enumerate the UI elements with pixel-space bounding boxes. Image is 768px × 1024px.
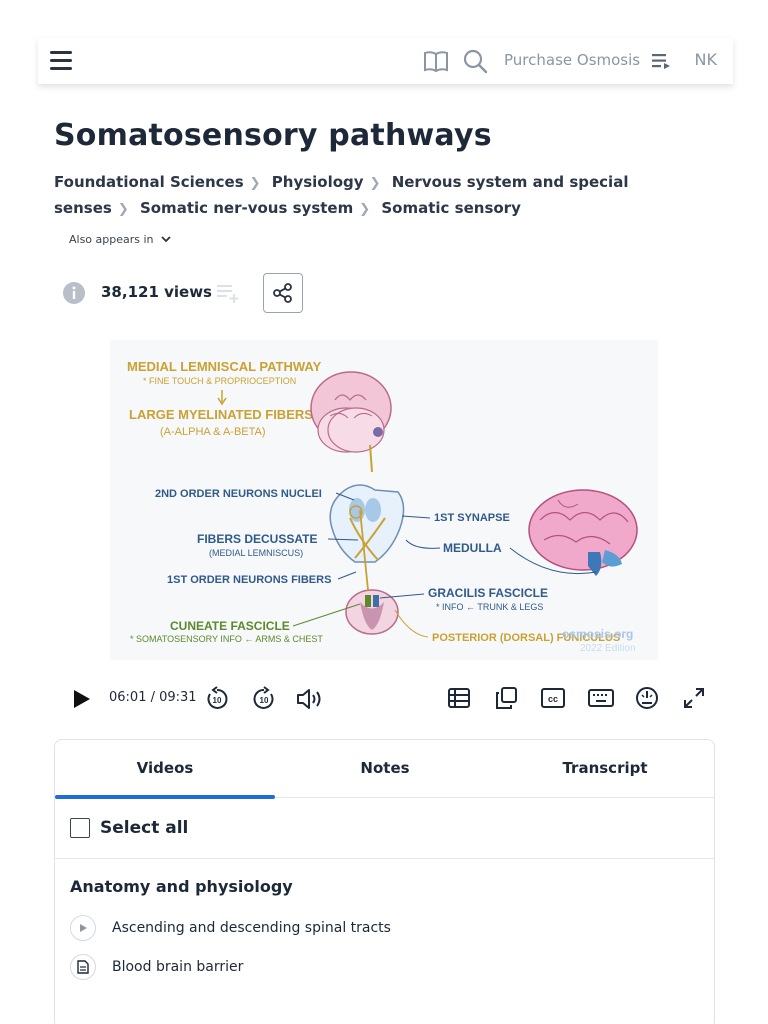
- diagram-label: (A-ALPHA & A-BETA): [160, 426, 266, 438]
- table-of-contents-icon[interactable]: [447, 686, 471, 710]
- forward-seconds: 10: [260, 696, 269, 705]
- diagram-label: * FINE TOUCH & PROPRIOCEPTION: [143, 376, 296, 386]
- diagram-label: * SOMATOSENSORY INFO ← ARMS & CHEST: [130, 634, 323, 644]
- whole-brain-illustration: [528, 489, 638, 576]
- diagram-label: 1ST SYNAPSE: [434, 512, 510, 524]
- book-icon[interactable]: [422, 48, 450, 74]
- share-icon: [273, 283, 292, 303]
- spinal-cord-illustration: [345, 509, 399, 635]
- keyboard-icon[interactable]: [587, 686, 615, 710]
- diagram-label: 2ND ORDER NEURONS NUCLEI: [155, 488, 322, 500]
- diagram-label: POSTERIOR (DORSAL) FUNICULUS: [432, 632, 620, 644]
- breadcrumb-item[interactable]: Foundational Sciences: [54, 173, 244, 191]
- user-avatar-initials[interactable]: NK: [694, 50, 717, 69]
- diagram-label: (MEDIAL LEMNISCUS): [209, 548, 303, 558]
- content-panel: Videos Notes Transcript Select all Anato…: [54, 739, 715, 1024]
- chevron-right-icon: ❯: [359, 202, 371, 217]
- breadcrumb-item[interactable]: Somatic sensory: [381, 199, 521, 217]
- tab-bar: Videos Notes Transcript: [55, 740, 714, 799]
- diagram-label: * INFO ← TRUNK & LEGS: [436, 602, 543, 612]
- diagram-label: GRACILIS FASCICLE: [428, 586, 548, 600]
- also-appears-in-label: Also appears in: [69, 233, 154, 246]
- copy-icon[interactable]: [494, 686, 518, 710]
- coronal-brain-illustration: [310, 371, 392, 473]
- diagram-label: MEDULLA: [443, 541, 502, 555]
- video-play-icon: [70, 915, 96, 941]
- volume-icon[interactable]: [296, 686, 326, 712]
- section-title: Anatomy and physiology: [70, 877, 293, 896]
- chevron-right-icon: ❯: [117, 202, 129, 217]
- list-item[interactable]: Ascending and descending spinal tracts: [70, 915, 391, 941]
- page-title: Somatosensory pathways: [54, 118, 492, 153]
- rewind-seconds: 10: [213, 696, 222, 705]
- breadcrumb-item[interactable]: Nervous system and special senses: [54, 173, 629, 217]
- breadcrumb-item[interactable]: Physiology: [271, 173, 364, 191]
- playlist-icon[interactable]: [651, 51, 673, 71]
- top-navigation-bar: Purchase Osmosis NK: [38, 38, 733, 84]
- breadcrumb-item[interactable]: Somatic ner-vous system: [139, 199, 354, 217]
- chevron-down-icon: [161, 236, 171, 243]
- list-item-label: Blood brain barrier: [112, 959, 244, 975]
- document-icon: [70, 954, 96, 980]
- edition-text: 2022 Edition: [580, 643, 636, 654]
- captions-label: cc: [548, 694, 558, 704]
- also-appears-in-toggle[interactable]: Also appears in: [69, 233, 171, 246]
- closed-captions-icon[interactable]: cc: [540, 686, 566, 710]
- select-all-control[interactable]: Select all: [70, 818, 188, 838]
- diagram-label: MEDIAL LEMNISCAL PATHWAY: [127, 359, 322, 374]
- tab-notes[interactable]: Notes: [360, 759, 410, 777]
- select-all-label: Select all: [100, 818, 189, 838]
- list-item[interactable]: Blood brain barrier: [70, 954, 243, 980]
- view-count: 38,121 views: [101, 283, 212, 301]
- rewind-10-icon[interactable]: 10: [204, 686, 230, 712]
- select-all-checkbox[interactable]: [70, 818, 90, 838]
- video-controls: 06:01 / 09:31 10 10 cc: [0, 676, 768, 722]
- forward-10-icon[interactable]: 10: [251, 686, 277, 712]
- video-player[interactable]: MEDIAL LEMNISCAL PATHWAY * FINE TOUCH & …: [110, 340, 658, 660]
- diagram-label: CUNEATE FASCICLE: [170, 619, 290, 633]
- watermark-text: osmosis.org: [562, 627, 633, 641]
- divider: [55, 858, 714, 859]
- somatosensory-diagram: MEDIAL LEMNISCAL PATHWAY * FINE TOUCH & …: [110, 340, 658, 660]
- diagram-label: 1ST ORDER NEURONS FIBERS: [167, 574, 331, 586]
- diagram-label: FIBERS DECUSSATE: [197, 532, 317, 546]
- share-button[interactable]: [263, 273, 303, 313]
- tab-videos[interactable]: Videos: [55, 740, 275, 799]
- add-to-playlist-icon[interactable]: [216, 281, 240, 305]
- tab-transcript[interactable]: Transcript: [562, 759, 648, 777]
- search-icon[interactable]: [462, 48, 488, 74]
- info-icon[interactable]: [62, 281, 86, 305]
- fullscreen-icon[interactable]: [682, 686, 706, 710]
- breadcrumb: Foundational Sciences ❯ Physiology ❯ Nervo…: [54, 170, 714, 222]
- chevron-right-icon: ❯: [249, 176, 261, 191]
- menu-icon[interactable]: [50, 51, 72, 71]
- time-display: 06:01 / 09:31: [109, 690, 197, 705]
- play-icon[interactable]: [70, 688, 92, 710]
- speed-icon[interactable]: [635, 686, 659, 710]
- diagram-label: LARGE MYELINATED FIBERS: [129, 407, 313, 422]
- list-item-label: Ascending and descending spinal tracts: [112, 920, 391, 936]
- purchase-link[interactable]: Purchase Osmosis: [504, 51, 641, 69]
- chevron-right-icon: ❯: [369, 176, 381, 191]
